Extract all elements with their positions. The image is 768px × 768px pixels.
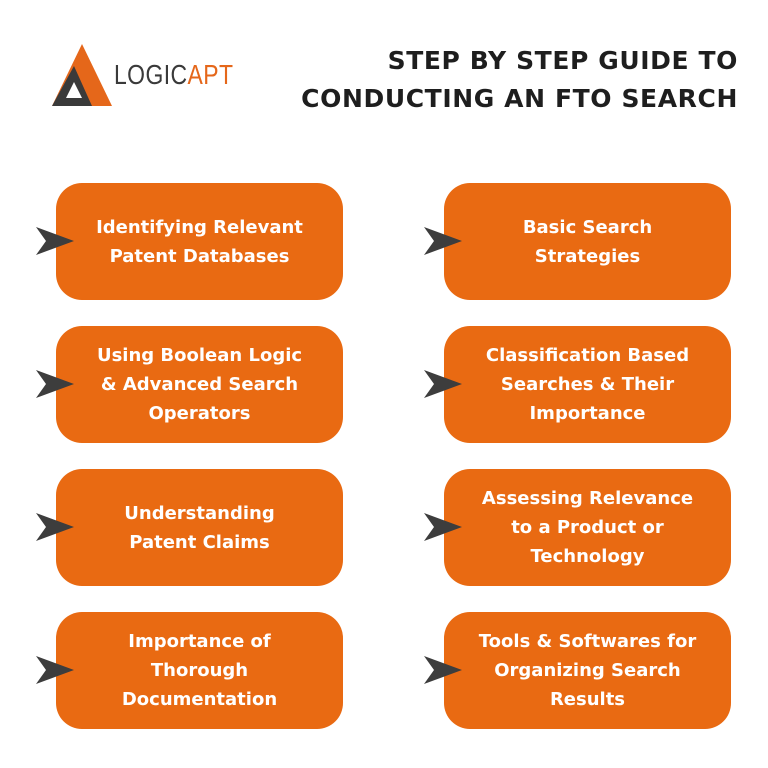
logicapt-logo: LOGICAPT <box>48 42 238 114</box>
step-card-1: Identifying Relevant Patent Databases <box>56 183 343 300</box>
step-card-8: Tools & Softwares for Organizing Search … <box>444 612 731 729</box>
logo-wordmark: LOGICAPT <box>114 60 233 90</box>
step-card-label: Identifying Relevant Patent Databases <box>96 216 303 267</box>
step-card-label: Understanding Patent Claims <box>124 502 275 553</box>
step-card-label: Assessing Relevance to a Product or Tech… <box>481 488 694 567</box>
arrow-right-icon <box>424 227 462 255</box>
step-card-label: Basic Search Strategies <box>522 216 653 267</box>
arrow-right-icon <box>424 656 462 684</box>
arrow-right-icon <box>36 513 74 541</box>
step-card-label: Using Boolean Logic & Advanced Search Op… <box>96 345 303 424</box>
step-card-label: Classification Based Searches & Their Im… <box>485 345 690 424</box>
step-card-4: Classification Based Searches & Their Im… <box>444 326 731 443</box>
page-title-line2: CONDUCTING AN FTO SEARCH <box>301 84 738 113</box>
arrow-right-icon <box>36 227 74 255</box>
step-card-label: Tools & Softwares for Organizing Search … <box>478 631 697 710</box>
step-card-5: Understanding Patent Claims <box>56 469 343 586</box>
page-title: STEP BY STEP GUIDE TO CONDUCTING AN FTO … <box>258 42 738 118</box>
step-card-2: Basic Search Strategies <box>444 183 731 300</box>
step-card-7: Importance of Thorough Documentation <box>56 612 343 729</box>
step-card-3: Using Boolean Logic & Advanced Search Op… <box>56 326 343 443</box>
arrow-right-icon <box>424 513 462 541</box>
logo-triangle-icon <box>52 44 112 106</box>
logo-wordmark-part2: APT <box>187 59 234 90</box>
arrow-right-icon <box>36 656 74 684</box>
logo-wordmark-part1: LOGIC <box>114 59 188 90</box>
arrow-right-icon <box>424 370 462 398</box>
step-card-label: Importance of Thorough Documentation <box>121 631 278 710</box>
page-title-line1: STEP BY STEP GUIDE TO <box>387 46 738 75</box>
step-card-6: Assessing Relevance to a Product or Tech… <box>444 469 731 586</box>
arrow-right-icon <box>36 370 74 398</box>
